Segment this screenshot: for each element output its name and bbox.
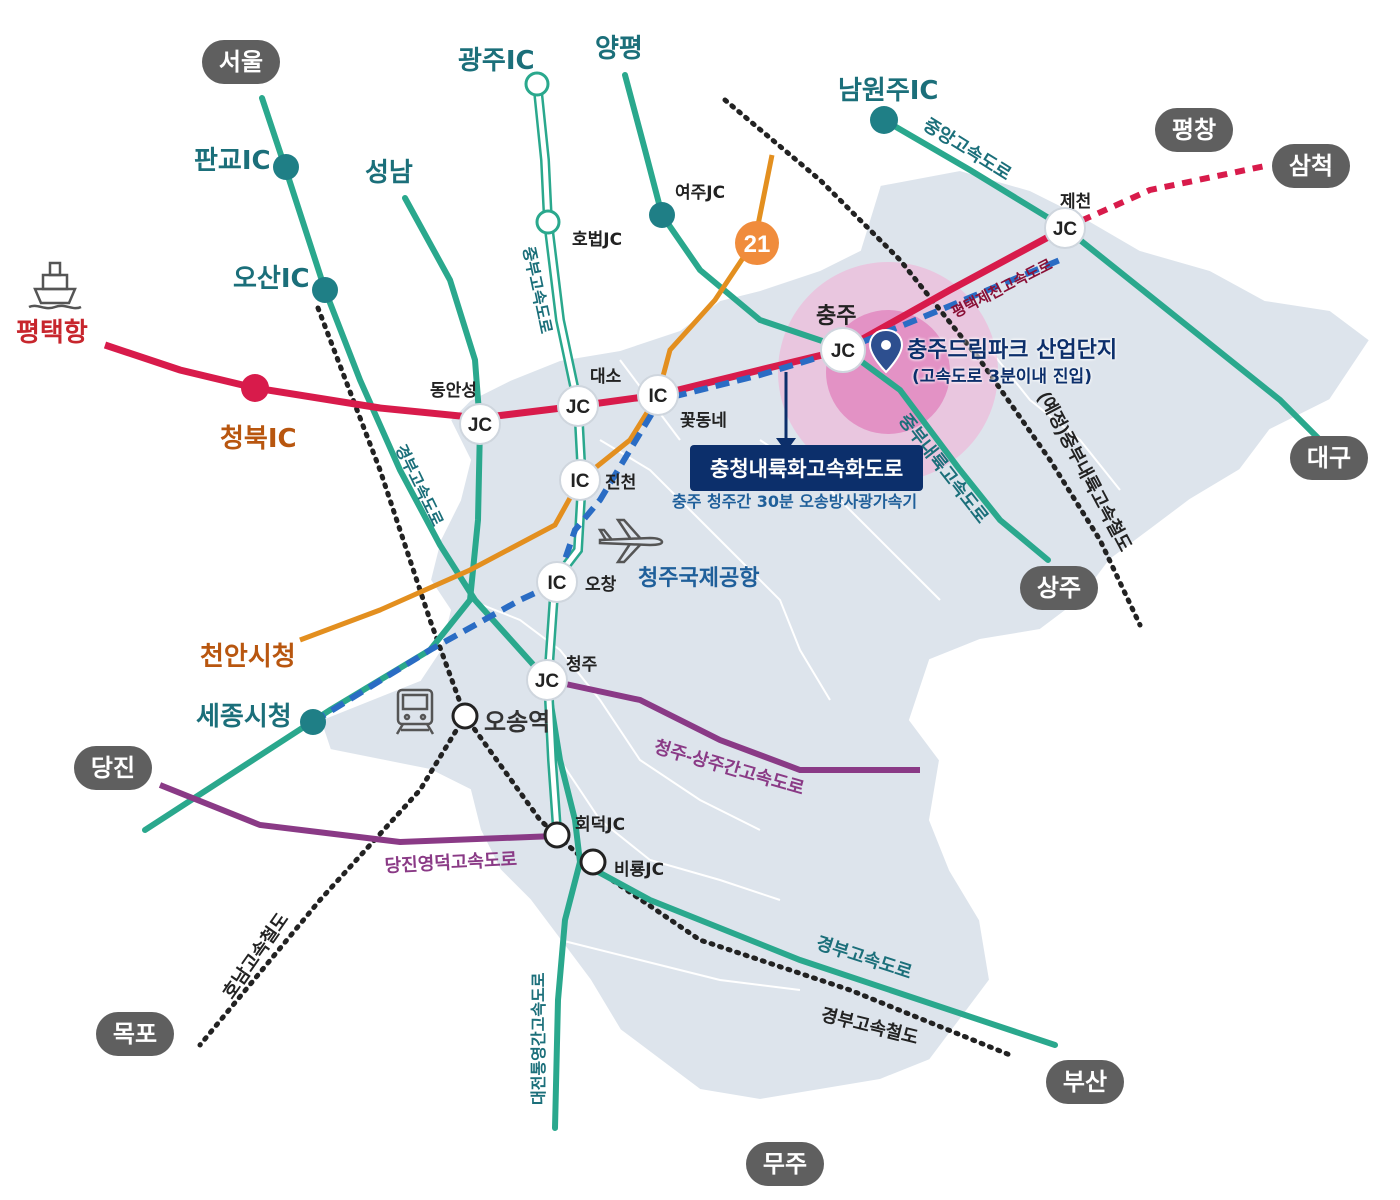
label-osong-station: 오송역: [484, 708, 551, 736]
city-pill-samcheok: 삼척: [1272, 144, 1350, 188]
city-pill-seoul: 서울: [202, 40, 280, 84]
cheongju-jc-mark: JC: [535, 671, 560, 692]
route-21-text: 21: [744, 231, 771, 258]
dangjin-yeongdeok-expressway: [158, 782, 556, 846]
dongan-jc-node: [459, 403, 501, 445]
gwangju-ic-node: [524, 71, 550, 97]
label-jecheon: 제천: [1060, 192, 1092, 212]
samcheok-extension: [1063, 162, 1271, 231]
label-dongan: 동안성: [430, 381, 477, 401]
hobeop-jc-node: [535, 209, 561, 235]
daeso-jc-node: [557, 385, 599, 427]
ochang-ic-node: [536, 561, 578, 603]
label-cheongbuk-ic: 청북IC: [220, 424, 297, 454]
label-daeso: 대소: [590, 367, 622, 387]
kkotdong-ic-mark: IC: [649, 386, 668, 407]
ship-icon: [28, 261, 82, 310]
road-label-honam-rail: 호남고속철도: [219, 909, 292, 1002]
label-biryong-jc: 비룡JC: [614, 860, 665, 880]
label-chungju: 충주: [816, 304, 857, 329]
label-jincheon: 진천: [605, 473, 637, 493]
location-pin-icon: [868, 328, 904, 374]
yeoju-jc-node: [649, 202, 675, 228]
city-pill-daegu: 대구: [1290, 436, 1368, 480]
label-cheonan: 천안시청: [200, 642, 296, 672]
callout-badge: 충청내륙화고속화도로: [690, 445, 924, 491]
callout-subtitle: 충주 청주간 30분 오송방사광가속기: [672, 492, 918, 511]
jincheon-ic-mark: IC: [571, 471, 590, 492]
city-pill-mokpo: 목포: [96, 1012, 174, 1056]
city-pill-muju: 무주: [746, 1142, 824, 1186]
city-pill-sangju: 상주: [1020, 566, 1098, 610]
train-icon: [395, 688, 435, 735]
jecheon-jc-mark: JC: [1053, 219, 1078, 240]
airplane-icon: [597, 518, 664, 564]
cheongju-sangju-expressway: [546, 677, 920, 773]
label-ochang: 오창: [585, 575, 617, 595]
label-yangpyeong: 양평: [595, 34, 643, 64]
dongan-jc-mark: JC: [468, 415, 493, 436]
park-note: (고속도로 3분이내 진입): [912, 367, 1092, 387]
jungbu-naeryuk-rail-line: [722, 97, 1143, 628]
chungju-jc-node: [820, 327, 866, 373]
honam-rail-line: [197, 713, 468, 1048]
jungang-expressway: [881, 117, 1323, 443]
namwonju-ic-node: [870, 106, 898, 134]
pangyo-ic-node: [273, 154, 299, 180]
cheongbuk-ic-node: [241, 374, 269, 402]
osan-ic-node: [312, 277, 338, 303]
daeso-jc-mark: JC: [566, 397, 591, 418]
label-yeoju-jc: 여주JC: [675, 183, 726, 203]
gyeongbu-rail-line: [315, 305, 1013, 1058]
label-osan-ic: 오산IC: [233, 264, 310, 294]
label-namwonju-ic: 남원주IC: [838, 76, 939, 106]
label-gwangju-ic: 광주IC: [458, 46, 535, 76]
cheongju-jc-node: [526, 659, 568, 701]
route-21-line: [299, 154, 775, 643]
jecheon-jc-node: [1044, 207, 1086, 249]
ochang-ic-mark: IC: [548, 573, 567, 594]
label-pangyo-ic: 판교IC: [194, 146, 271, 176]
label-sejong: 세종시청: [196, 702, 292, 732]
city-pill-pyeongchang: 평창: [1155, 108, 1233, 152]
city-pill-dangjin: 당진: [74, 746, 152, 790]
route-21-badge: [735, 221, 779, 265]
chungju-jc-mark: JC: [831, 341, 856, 362]
daejeon-tongyeong-expressway: [552, 859, 583, 1131]
osong-station-node: [451, 702, 479, 730]
label-hobeop-jc: 호법JC: [572, 230, 623, 250]
label-kkotdong: 꽃동네: [680, 411, 727, 431]
label-pyeongtaek-port: 평택항: [16, 318, 88, 348]
city-pill-busan: 부산: [1046, 1060, 1124, 1104]
road-label-daejeon-tongyeong: 대전통영간고속도로: [530, 972, 548, 1105]
hoedeok-jc-node: [543, 821, 571, 849]
road-label-gyeongbu-left: 경부고속도로: [391, 442, 446, 530]
yangpyeong-line: [622, 72, 1051, 563]
seongnam-line: [142, 195, 484, 833]
jincheon-ic-node: [559, 459, 601, 501]
label-hoedeok-jc: 회덕JC: [575, 815, 626, 835]
location-pin-dot: [881, 340, 891, 350]
sejong-node: [300, 709, 326, 735]
label-cheongju-airport: 청주국제공항: [638, 566, 760, 591]
kkotdong-ic-node: [637, 374, 679, 416]
label-cheongju: 청주: [566, 655, 598, 675]
park-name: 충주드림파크 산업단지: [907, 338, 1118, 363]
road-label-dangjin-yeongdeok: 당진영덕고속도로: [384, 849, 517, 876]
biryong-jc-node: [579, 848, 607, 876]
label-seongnam: 성남: [365, 158, 413, 188]
